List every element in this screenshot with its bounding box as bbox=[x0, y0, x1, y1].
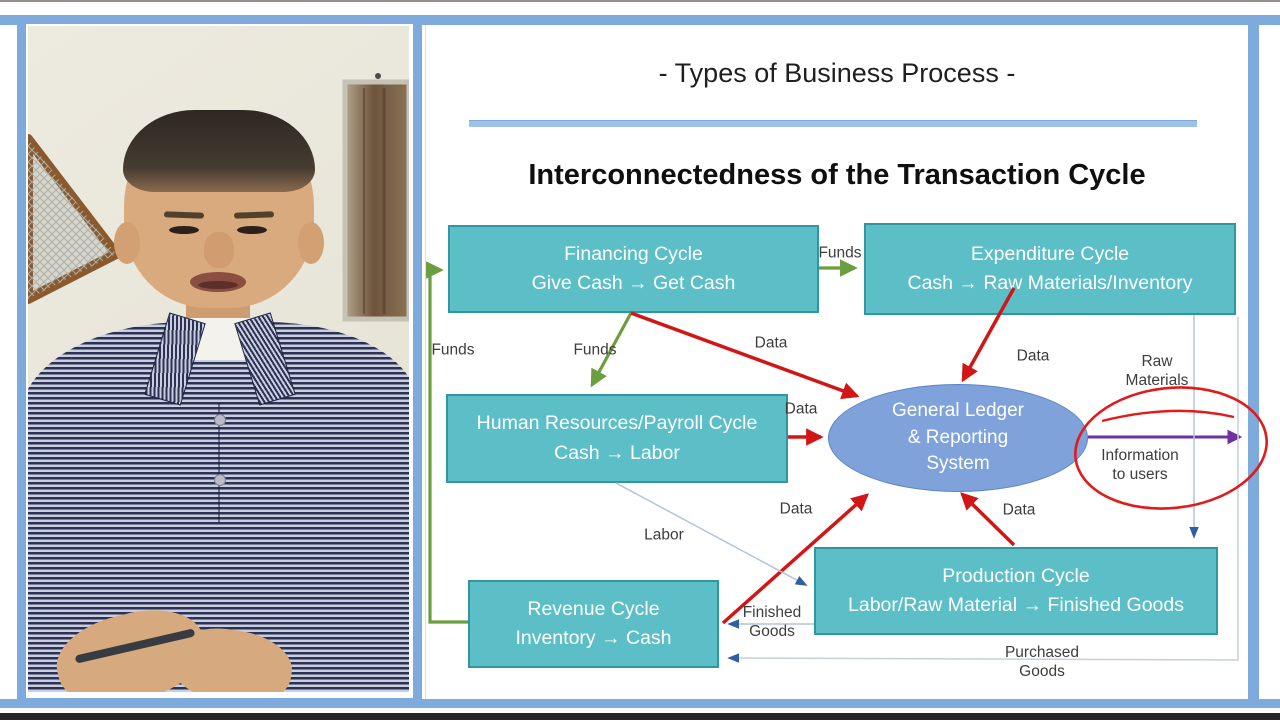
bottom-dark-strip bbox=[0, 713, 1280, 720]
label-purchased-goods: Purchased Goods bbox=[1005, 644, 1079, 682]
shirt-button bbox=[214, 414, 226, 426]
label-funds-left: Funds bbox=[431, 341, 475, 359]
shirt-button bbox=[214, 474, 226, 486]
top-blue-band bbox=[0, 15, 1280, 25]
revenue-cycle-box: Revenue Cycle Inventory → Cash bbox=[468, 580, 719, 668]
label-finished-goods-line2: Goods bbox=[749, 623, 795, 640]
label-information-line1: Information bbox=[1101, 447, 1179, 465]
top-hairline bbox=[0, 0, 1280, 2]
label-data-production: Data bbox=[1002, 501, 1036, 519]
label-funds-top: Funds bbox=[818, 244, 862, 262]
revenue-cycle-title: Revenue Cycle bbox=[527, 597, 660, 620]
financing-cycle-box: Financing Cycle Give Cash → Get Cash bbox=[448, 225, 819, 313]
label-information-to-users: Information to users bbox=[1101, 447, 1179, 485]
red-annotation-stroke bbox=[1101, 409, 1235, 423]
presenter-ear-left bbox=[114, 222, 140, 264]
webcam-panel bbox=[17, 15, 422, 707]
hub-line3: System bbox=[926, 453, 990, 475]
expenditure-cycle-box: Expenditure Cycle Cash → Raw Materials/I… bbox=[864, 223, 1236, 315]
wood-plank-frame bbox=[342, 73, 409, 322]
production-cycle-title: Production Cycle bbox=[942, 564, 1090, 587]
label-labor: Labor bbox=[644, 526, 684, 544]
label-finished-goods: Finished Goods bbox=[743, 604, 802, 642]
financing-cycle-flow: Give Cash → Get Cash bbox=[531, 272, 736, 294]
presenter-mouth bbox=[190, 272, 246, 292]
financing-cycle-title: Financing Cycle bbox=[564, 242, 703, 265]
label-raw-materials-line2: Materials bbox=[1125, 372, 1189, 389]
presenter-eyebrow-right bbox=[233, 211, 275, 219]
label-purchased-goods-line2: Goods bbox=[1019, 663, 1065, 680]
presenter-ear-right bbox=[298, 222, 324, 264]
label-data-financing: Data bbox=[754, 334, 788, 352]
hr-payroll-cycle-box: Human Resources/Payroll Cycle Cash → Lab… bbox=[446, 394, 788, 483]
hub-line2: & Reporting bbox=[907, 426, 1009, 448]
production-cycle-flow: Labor/Raw Material → Finished Goods bbox=[848, 594, 1184, 616]
triangle-mesh-frame bbox=[28, 134, 121, 304]
slide-title: - Types of Business Process - bbox=[658, 58, 1016, 88]
shirt-placket bbox=[218, 402, 220, 522]
label-finished-goods-line1: Finished bbox=[742, 604, 802, 622]
presenter-hair bbox=[123, 110, 315, 192]
label-data-expenditure: Data bbox=[1016, 347, 1050, 365]
hub-line1: General Ledger bbox=[891, 399, 1025, 421]
hr-payroll-cycle-flow: Cash → Labor bbox=[554, 441, 680, 464]
general-ledger-hub: General Ledger & Reporting System bbox=[828, 384, 1088, 492]
arrow-data-financing-to-hub bbox=[630, 311, 860, 400]
presenter-eye-left bbox=[169, 226, 199, 234]
hr-payroll-cycle-title: Human Resources/Payroll Cycle bbox=[476, 412, 758, 435]
label-purchased-goods-line1: Purchased bbox=[1004, 644, 1080, 662]
label-data-hr: Data bbox=[784, 400, 818, 418]
label-funds-mid: Funds bbox=[573, 341, 617, 359]
bottom-blue-band bbox=[0, 699, 1280, 708]
label-data-revenue: Data bbox=[779, 500, 813, 518]
presenter-eye-right bbox=[237, 226, 267, 234]
production-cycle-box: Production Cycle Labor/Raw Material → Fi… bbox=[814, 547, 1218, 635]
expenditure-cycle-title: Expenditure Cycle bbox=[970, 242, 1130, 265]
expenditure-cycle-flow: Cash → Raw Materials/Inventory bbox=[907, 272, 1193, 294]
title-divider-rule bbox=[469, 120, 1197, 127]
presenter-nose bbox=[204, 232, 234, 268]
slide-heading: Interconnectedness of the Transaction Cy… bbox=[528, 159, 1146, 191]
background-props bbox=[28, 73, 409, 322]
slide-panel: - Types of Business Process - Interconne… bbox=[425, 25, 1268, 699]
label-information-line2: to users bbox=[1112, 466, 1168, 483]
label-raw-materials: Raw Materials bbox=[1126, 353, 1189, 391]
label-raw-materials-line1: Raw bbox=[1141, 353, 1173, 371]
webcam-photo bbox=[28, 26, 409, 692]
presenter-head bbox=[123, 110, 315, 308]
revenue-cycle-flow: Inventory → Cash bbox=[515, 627, 672, 649]
presenter-eyebrow-left bbox=[163, 211, 205, 219]
